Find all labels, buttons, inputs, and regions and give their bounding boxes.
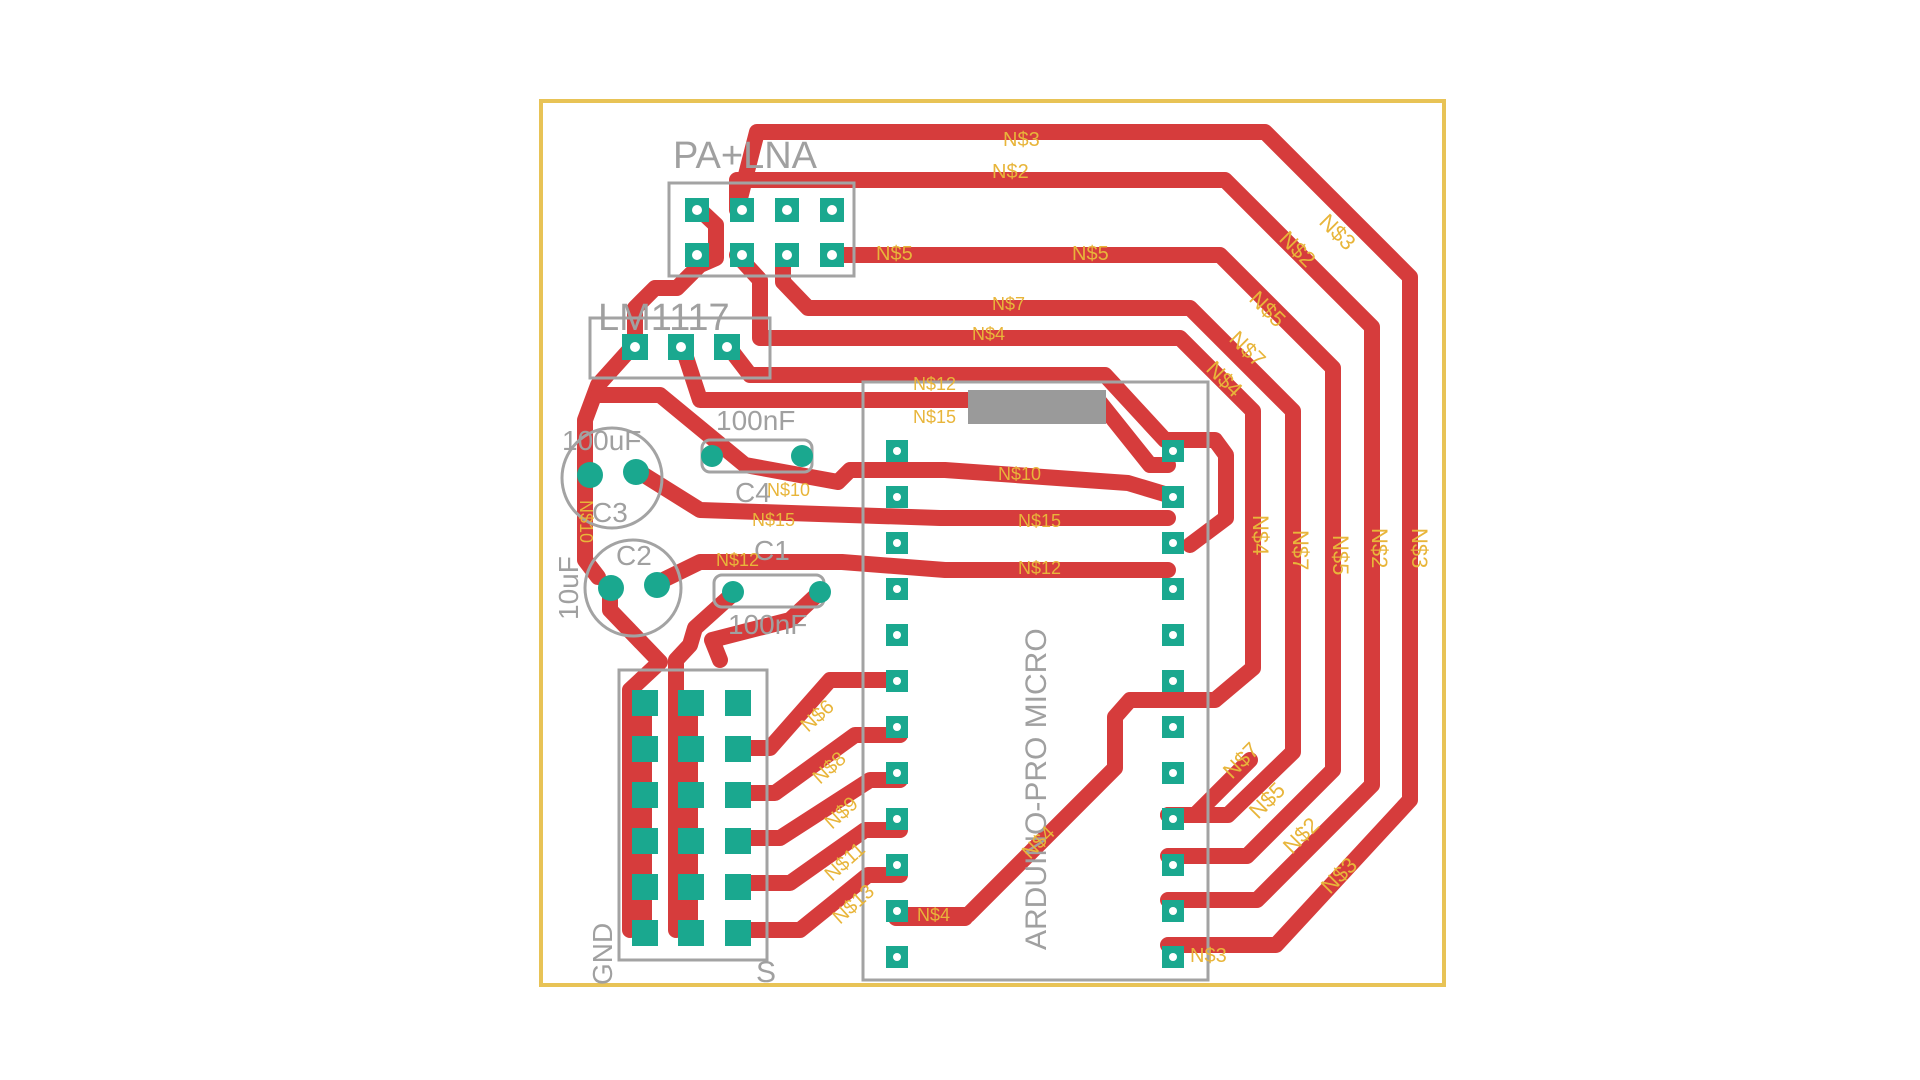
pa-lna-pads: [685, 198, 844, 267]
trace-n3: [729, 124, 1418, 953]
net-label-n2-top: N$2: [992, 161, 1029, 183]
c1-pad-1: [722, 581, 744, 603]
net-label-n3-bottom: N$3: [1190, 945, 1227, 967]
c4-value: 100nF: [716, 405, 795, 436]
net-label-n12-a: N$12: [913, 374, 956, 394]
keepout-area: [968, 390, 1106, 424]
net-label-n15-c: N$15: [1018, 511, 1061, 531]
net-label-n4-bottom: N$4: [917, 905, 950, 925]
arduino-left-pads: [886, 440, 908, 968]
traces: [577, 124, 1418, 953]
board-outline: [539, 99, 1446, 987]
pads: [577, 198, 1184, 968]
trace-n11: [730, 822, 908, 891]
arduino-label: ARDUINO-PRO MICRO: [1020, 628, 1053, 950]
c4-name: C4: [735, 477, 771, 508]
trace-n9: [730, 772, 908, 846]
net-label-n15-a: N$15: [913, 407, 956, 427]
net-label-n5-b: N$5: [1072, 243, 1109, 265]
trace-n10b: [590, 387, 1176, 503]
net-label-n7-top: N$7: [992, 294, 1025, 314]
net-label-n3-right: N$3: [1407, 528, 1432, 568]
pa-lna-outline: [667, 181, 856, 278]
net-label-n3-top: N$3: [1003, 129, 1040, 151]
net-label-n12-c: N$12: [1018, 558, 1061, 578]
arduino-right-pads: [1162, 440, 1184, 968]
header-s-label: S: [756, 956, 776, 989]
net-label-n10-a: N$10: [767, 480, 810, 500]
trace-c1-hdr: [668, 584, 743, 938]
net-label-n5-a: N$5: [876, 243, 913, 265]
c2-pad-2: [644, 572, 670, 598]
c2-value: 10uF: [553, 556, 584, 620]
trace-n13: [730, 867, 908, 938]
header-gnd-label: GND: [587, 923, 618, 985]
trace-gnd-c: [602, 582, 668, 938]
c2-name: C2: [616, 540, 652, 571]
c3-outline: [560, 426, 664, 530]
net-label-n8: N$8: [809, 748, 851, 789]
net-label-n5-right: N$5: [1328, 535, 1353, 575]
trace-n15b: [628, 462, 1176, 526]
net-label-n4-top: N$4: [972, 324, 1005, 344]
lm1117-outline: [588, 316, 772, 380]
lm1117-pads: [622, 334, 740, 360]
c1-name: C1: [754, 535, 790, 566]
c1-value: 100nF: [728, 609, 807, 640]
trace-n4: [729, 247, 1261, 923]
arduino-outline: [861, 380, 1210, 982]
net-label-n12-b: N$12: [716, 550, 759, 570]
c2-pad-1: [598, 575, 624, 601]
trace-n6: [730, 672, 908, 756]
c3-name: C3: [592, 497, 628, 528]
net-label-n4-right: N$4: [1248, 515, 1273, 555]
net-label-n7-right: N$7: [1288, 530, 1313, 570]
trace-n8: [730, 727, 908, 801]
header-outline: [617, 668, 769, 962]
c4-pad-2: [791, 445, 813, 467]
pa-lna-label: PA+LNA: [673, 135, 818, 177]
header-pads: [632, 690, 751, 946]
c3-pad-2: [623, 459, 649, 485]
net-label-n2-right: N$2: [1367, 528, 1392, 568]
net-label-n10-vert: N$10: [576, 500, 596, 543]
c2-outline: [583, 538, 683, 638]
c1-pad-2: [809, 581, 831, 603]
lm1117-label: LM1117: [598, 297, 730, 339]
net-label-n15-b: N$15: [752, 510, 795, 530]
net-label-n7-diag: N$7: [1224, 326, 1270, 372]
net-labels: N$3 N$2 N$5 N$5 N$7 N$4 N$12 N$15 N$10 N…: [576, 129, 1432, 967]
trace-n12b: [647, 554, 1176, 592]
c3-pad-1: [577, 462, 603, 488]
trace-n2: [729, 172, 1380, 908]
c3-value: 100uF: [562, 425, 641, 456]
c4-pad-1: [701, 445, 723, 467]
net-label-n10-b: N$10: [998, 464, 1041, 484]
trace-n5: [820, 247, 1341, 864]
trace-n12a: [719, 337, 1234, 553]
trace-n7: [775, 247, 1301, 823]
